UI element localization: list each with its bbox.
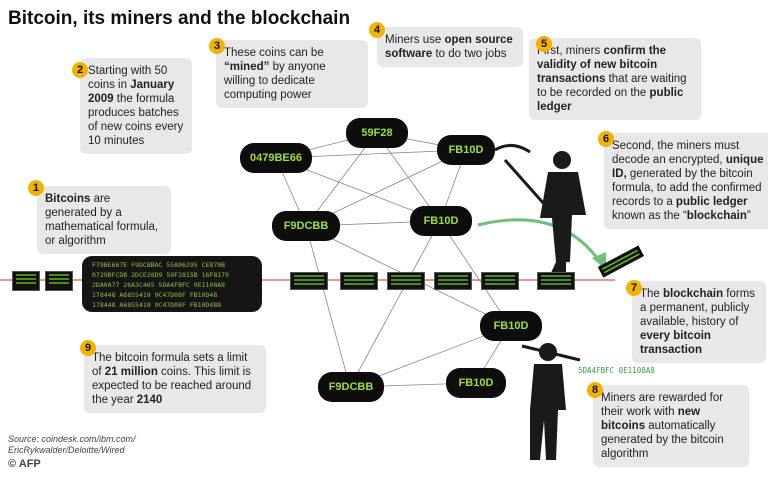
falling-block [597,245,645,278]
miner-pickaxe-icon [494,144,586,275]
block-line: 178448 A6855419 9C47D08F FB10D48 [92,291,218,299]
step-text-bold: confirm the validity of new bitcoin tran… [537,45,667,85]
chain-block [387,272,425,290]
network-node: FB10D [437,135,495,165]
source-line: Source: coindesk.com/ibm.com/ [8,434,136,444]
step-3-box: These coins can be “mined” by anyone wil… [216,40,368,108]
step-6-box: Second, the miners must decode an encryp… [604,133,768,229]
step-text: Miners are rewarded for their work with … [601,392,724,460]
step-6-number: 6 [598,131,614,147]
step-text-bold: new bitcoins [601,406,701,432]
step-text-part: coins. This limit is expected to be reac… [92,366,252,406]
chain-block [537,272,575,290]
step-text-part: First, miners [537,45,604,57]
chain-block [45,271,73,291]
step-text-bold: public ledger [537,87,684,113]
hash-label: 5DA4FBFC 0E1108A8 [578,366,655,375]
step-text-bold: every bitcoin transaction [640,330,711,356]
chain-block [340,272,378,290]
step-text-bold: blockchain [663,288,724,300]
step-text-part: are generated by a mathematical formula,… [45,193,159,247]
step-text-part: The bitcoin formula sets a limit of [92,352,248,378]
step-text-part: forms a permanent, publicly available, h… [640,288,756,328]
step-text: First, miners confirm the validity of ne… [537,45,687,113]
step-8-box: Miners are rewarded for their work with … [593,385,749,467]
network-node: FB10D [480,311,542,341]
step-7-number: 7 [626,280,642,296]
step-1-box: Bitcoins are generated by a mathematical… [37,186,171,254]
reward-arrow [477,218,602,263]
step-7-box: The blockchain forms a permanent, public… [632,281,766,363]
source-note: Source: coindesk.com/ibm.com/ EricRykwal… [8,434,136,456]
block-line: 0729BFCDB 2DCE28D9 59F2815B 16F8179 [92,271,229,279]
chain-block [481,272,519,290]
step-text-bold: open source software [385,34,513,60]
step-text-bold: unique ID, [612,154,764,180]
step-text-bold: 2140 [136,394,163,406]
step-text-part: The [640,288,664,300]
step-text: The blockchain forms a permanent, public… [640,288,755,356]
miner-standing-icon [521,343,581,460]
step-1-number: 1 [28,180,44,196]
step-text-part: automatically generated by the bitcoin a… [601,420,724,460]
step-3-number: 3 [209,38,225,54]
step-2-box: Starting with 50 coins in January 2009 t… [80,58,192,154]
step-text: Miners use open source software to do tw… [385,34,513,60]
chain-block [12,271,40,291]
page-title: Bitcoin, its miners and the blockchain [8,8,351,29]
step-text-bold: Bitcoins [45,193,91,205]
step-text-bold: January 2009 [88,79,175,105]
step-text-part: ” [746,210,751,222]
network-edges [275,132,511,388]
step-text-part: the formula produces batches of new coin… [88,93,184,147]
step-text: Bitcoins are generated by a mathematical… [45,193,158,247]
step-text: Starting with 50 coins in January 2009 t… [88,65,183,147]
step-text-bold: 21 million [104,366,158,378]
step-5-number: 5 [536,36,552,52]
step-text: Second, the miners must decode an encryp… [612,140,764,222]
step-9-box: The bitcoin formula sets a limit of 21 m… [84,345,266,413]
step-text-part: Miners use [385,34,445,46]
step-4-number: 4 [369,22,385,38]
step-text: These coins can be “mined” by anyone wil… [224,47,326,101]
step-text-part: to do two jobs [432,48,507,60]
step-text-bold: blockchain [686,210,747,222]
step-text-part: by anyone willing to dedicate computing … [224,61,326,101]
block-line: 2DA0A77 26A3C465 5DA4FBFC 0E1108A8 [92,281,226,289]
genesis-block: F79BE667E F9DCBBAC 55A06295 CE870B 0729B… [82,256,262,312]
step-text-part: generated by the bitcoin formula, to add… [612,168,762,208]
step-text-part: known as the “ [612,210,687,222]
step-text-part: These coins can be [224,47,324,59]
step-2-number: 2 [72,62,88,78]
step-text-part: that are waiting to be recorded on the [537,73,687,99]
step-8-number: 8 [587,382,603,398]
network-node: F9DCBB [318,372,384,402]
network-node: 59F28 [346,118,408,148]
block-line: F79BE667E F9DCBBAC 55A06295 CE870B [92,261,226,269]
source-line: EricRykwalder/Deloitte/Wired [8,445,125,455]
network-node: FB10D [410,206,472,236]
step-text-bold: public ledger [675,196,748,208]
step-text-part: Second, the miners must decode an encryp… [612,140,740,166]
network-node: F9DCBB [272,211,340,241]
afp-logo: © AFP [8,458,41,470]
step-4-box: Miners use open source software to do tw… [377,27,523,67]
chain-block [434,272,472,290]
step-text-bold: “mined” [224,61,270,73]
step-9-number: 9 [80,340,96,356]
block-line: 178448 A6855419 9C47D08F FB10D488 [92,301,222,309]
network-node: FB10D [446,368,506,398]
step-5-box: First, miners confirm the validity of ne… [529,38,701,120]
network-node: 0479BE66 [240,143,312,173]
step-text-part: Starting with 50 coins in [88,65,168,91]
chain-block [290,272,328,290]
step-text: The bitcoin formula sets a limit of 21 m… [92,352,251,406]
step-text-part: Miners are rewarded for their work with [601,392,724,418]
